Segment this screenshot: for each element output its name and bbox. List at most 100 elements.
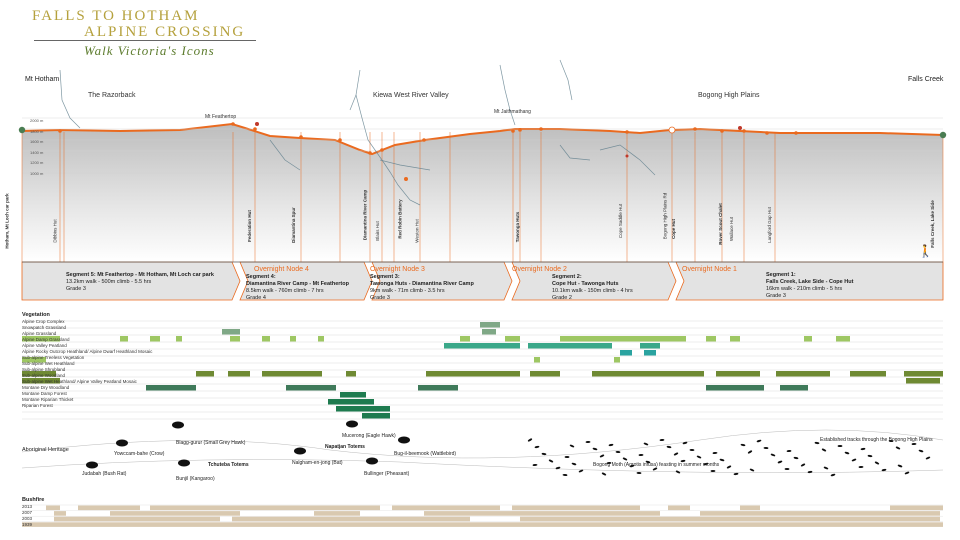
vegetation-bar <box>176 336 182 342</box>
vegetation-bar <box>706 336 716 342</box>
vegetation-bar <box>614 357 620 363</box>
bushfire-bar <box>512 505 640 511</box>
moth-icon <box>837 445 843 447</box>
waypoint-dot <box>511 129 515 133</box>
segment-band <box>21 261 241 301</box>
segment-band <box>511 261 677 301</box>
bushfire-bar <box>668 505 690 511</box>
vegetation-bar <box>560 336 686 342</box>
vegetation-bar <box>620 350 632 356</box>
vegetation-bar <box>444 343 520 349</box>
moth-icon <box>740 443 746 447</box>
moth-icon <box>675 470 681 474</box>
moth-icon <box>659 438 665 442</box>
bat-icon <box>294 447 306 455</box>
waypoint-dot <box>368 151 372 155</box>
vegetation-bar <box>262 371 322 377</box>
river-line <box>349 94 357 111</box>
brand-tagline: Walk Victoria's Icons <box>84 43 215 58</box>
vegetation-bar <box>340 392 366 398</box>
moth-icon <box>911 442 917 446</box>
vegetation-bar <box>505 336 520 342</box>
vegetation-bar <box>730 336 740 342</box>
vegetation-bar <box>850 371 886 377</box>
terrain-fill <box>22 124 943 262</box>
brand-title-line1: FALLS TO HOTHAM <box>32 8 200 24</box>
vegetation-bar <box>716 371 760 377</box>
kangaroo-icon <box>178 459 190 467</box>
river-line <box>269 139 301 171</box>
wattlebird-icon <box>398 436 410 444</box>
river-line <box>379 159 431 171</box>
moth-icon <box>615 450 621 454</box>
moth-icon <box>682 441 688 445</box>
vegetation-bar <box>706 385 764 391</box>
moth-icon <box>527 438 533 442</box>
moth-icon <box>569 444 575 448</box>
moth-icon <box>571 462 577 466</box>
vegetation-bar <box>906 378 940 384</box>
vegetation-bar <box>418 385 458 391</box>
moth-icon <box>645 460 651 464</box>
moth-icon <box>830 473 836 477</box>
vegetation-bar <box>534 357 540 363</box>
moth-icon <box>793 456 799 460</box>
waypoint-dot <box>422 138 426 142</box>
pheasant-icon <box>366 457 378 465</box>
moth-icon <box>858 465 864 469</box>
end-dot <box>939 131 947 139</box>
waypoint-dot <box>380 148 384 152</box>
vegetation-bar <box>286 385 336 391</box>
moth-icon <box>703 462 709 466</box>
waypoint-dot <box>742 129 746 133</box>
waypoint-dot <box>338 138 342 142</box>
segment-band <box>239 261 373 301</box>
moth-icon <box>904 471 910 475</box>
vegetation-bar <box>228 371 250 377</box>
moth-icon <box>733 472 739 476</box>
river-line <box>59 69 81 129</box>
moth-icon <box>881 468 887 472</box>
waypoint-dot <box>720 129 724 133</box>
moth-icon <box>749 468 755 472</box>
moth-icon <box>770 453 776 457</box>
waypoint-dot <box>539 127 543 131</box>
moth-icon <box>601 472 607 476</box>
moth-icon <box>652 467 658 471</box>
vegetation-bar <box>230 336 240 342</box>
vegetation-bar <box>776 371 830 377</box>
moth-icon <box>562 473 568 477</box>
waypoint-dot <box>253 127 257 131</box>
moth-icon <box>592 447 598 451</box>
vegetation-bar <box>222 329 240 335</box>
moth-icon <box>897 464 903 468</box>
red-robin-dot <box>404 177 408 181</box>
bushfire-bar <box>520 516 940 522</box>
moth-icon <box>777 460 783 464</box>
waypoint-dot <box>231 122 235 126</box>
bushfire-bar <box>314 511 360 516</box>
vegetation-bar <box>780 385 808 391</box>
bushfire-bar <box>54 511 66 516</box>
rat-icon <box>86 461 98 469</box>
bushfire-bar <box>890 505 943 511</box>
vegetation-bar <box>22 357 46 363</box>
bushfire-bar <box>46 505 60 511</box>
moth-icon <box>638 453 644 457</box>
vegetation-bar <box>528 343 612 349</box>
moth-icon <box>807 470 813 474</box>
vegetation-bar <box>426 371 520 377</box>
moth-icon <box>786 449 792 453</box>
moth-icon <box>821 448 827 452</box>
start-dot <box>18 126 26 134</box>
bushfire-bar <box>392 505 500 511</box>
moth-icon <box>895 446 901 450</box>
vegetation-bar <box>480 322 500 328</box>
moth-icon <box>823 466 829 470</box>
vegetation-bar <box>346 371 356 377</box>
moth-icon <box>541 452 547 456</box>
waypoint-dot <box>693 127 697 131</box>
vegetation-bar <box>460 336 470 342</box>
waypoint-dot <box>58 129 62 133</box>
